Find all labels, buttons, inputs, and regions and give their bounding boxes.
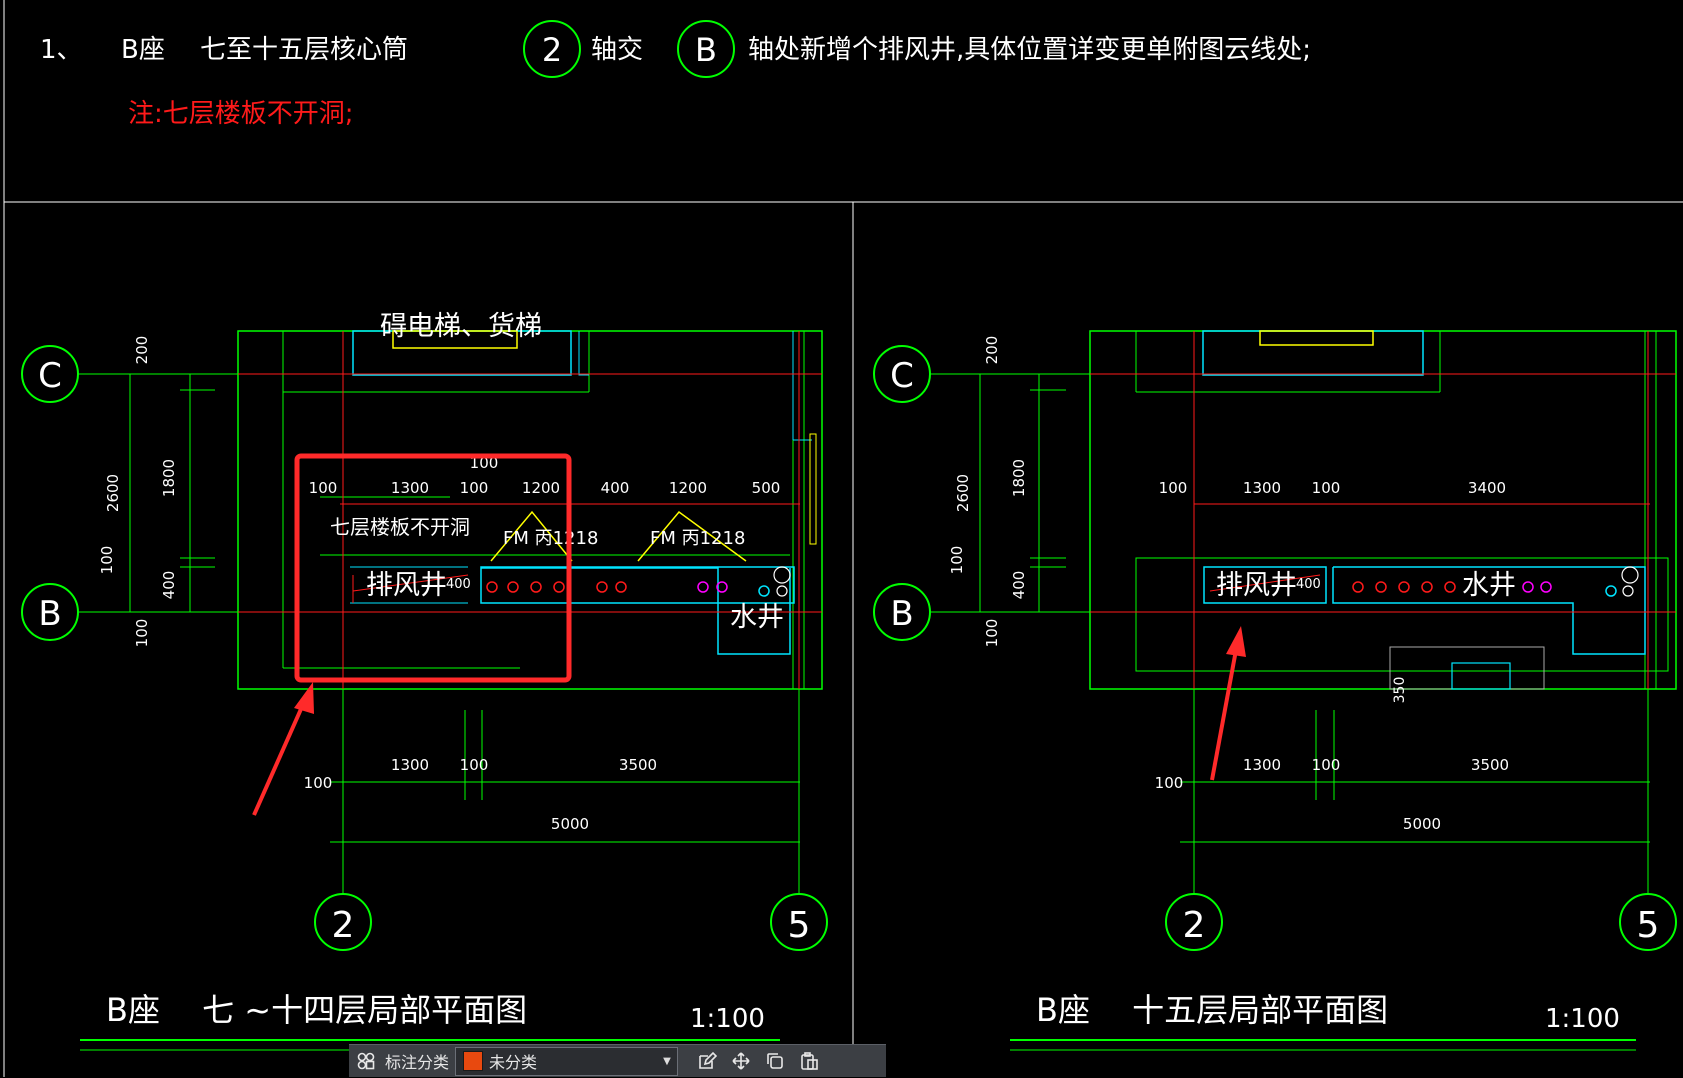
plan-left: 碍电梯、货梯 七层楼板不开洞 排风井 400 水井 FM 丙1218 FM 丙1… <box>21 311 828 1051</box>
paste-icon[interactable] <box>792 1045 826 1078</box>
plan-right-scale: 1:100 <box>1545 1004 1620 1034</box>
plan-left-note-label: 七层楼板不开洞 <box>330 515 470 539</box>
plan-left-axis-b: B <box>38 594 61 634</box>
plan-left-dim-top-2: 100 <box>460 479 489 497</box>
annotation-toolbar: 标注分类 未分类 ▼ <box>349 1044 886 1077</box>
plan-left-dim-bottom-1: 1300 <box>391 756 429 774</box>
plan-left-water-label: 水井 <box>730 602 784 633</box>
header-axis-a: 2 <box>542 31 562 69</box>
plan-right-dim-top-0: 100 <box>1159 479 1188 497</box>
header-block: B座 <box>121 35 165 65</box>
plan-left-axis-5: 5 <box>788 905 811 946</box>
plan-right-dim-left-2: 2600 <box>954 474 972 512</box>
plan-right-title: B座 十五层局部平面图 <box>1036 991 1388 1029</box>
plan-right-dim-left-4: 400 <box>1010 571 1028 600</box>
plan-right: 排风井 400 水井 350 200 1800 2600 100 400 100… <box>873 330 1677 1051</box>
header-item-no: 1、 <box>40 35 83 65</box>
plan-left-title: B座 七 ~十四层局部平面图 <box>106 991 527 1029</box>
plan-right-dim-left-5: 100 <box>983 619 1001 648</box>
axis-bubble-2-header <box>523 20 581 78</box>
category-select[interactable]: 未分类 ▼ <box>455 1046 679 1076</box>
plan-left-elevator-label: 碍电梯、货梯 <box>380 311 542 342</box>
plan-left-dim-left-4: 400 <box>160 571 178 600</box>
layer-swatch <box>463 1051 484 1071</box>
grid-icon[interactable] <box>349 1045 383 1078</box>
plan-right-axis-c: C <box>890 356 914 396</box>
move-icon[interactable] <box>724 1045 758 1078</box>
plan-right-dim-bottom-3: 3500 <box>1471 756 1509 774</box>
revision-markup-left <box>252 453 572 816</box>
chevron-down-icon: ▼ <box>663 1055 671 1067</box>
plan-right-dim-350: 350 <box>1392 677 1408 704</box>
plan-right-dim-bottom-1: 1300 <box>1243 756 1281 774</box>
header-note-red: 注:七层楼板不开洞; <box>128 99 354 129</box>
plan-right-dim-left-1: 1800 <box>1010 459 1028 497</box>
plan-right-axis-b: B <box>890 594 913 634</box>
plan-left-dim-left-1: 1800 <box>160 459 178 497</box>
revision-markup-right <box>1210 626 1246 781</box>
plan-left-dim-top-5: 1200 <box>669 479 707 497</box>
plan-right-dim-bottom-0: 100 <box>1155 774 1184 792</box>
plan-right-axis-5: 5 <box>1637 905 1660 946</box>
plan-left-dim-bottom-3: 3500 <box>619 756 657 774</box>
plan-left-dim-top-6: 500 <box>752 479 781 497</box>
plan-left-door1: FM 丙1218 <box>503 528 598 549</box>
plan-left-dim-left-5: 100 <box>133 619 151 648</box>
plan-left-shaft-label: 排风井 <box>366 570 447 601</box>
category-label: 标注分类 <box>385 1053 450 1072</box>
plan-right-dim-left-0: 200 <box>983 336 1001 365</box>
plan-left-door2: FM 丙1218 <box>650 528 745 549</box>
plan-right-axis-2: 2 <box>1183 905 1206 946</box>
plan-left-dim-top-4: 400 <box>601 479 630 497</box>
plan-right-dim-top-2: 100 <box>1312 479 1341 497</box>
plan-right-shaft-dim: 400 <box>1296 577 1321 592</box>
plan-right-dim-left-3: 100 <box>948 546 966 575</box>
plan-left-dim-bottom-0: 100 <box>304 774 333 792</box>
plan-left-axis-c: C <box>38 356 62 396</box>
category-select-value: 未分类 <box>489 1053 538 1072</box>
plan-right-water-label: 水井 <box>1462 570 1516 601</box>
plan-right-shaft-label: 排风井 <box>1216 570 1297 601</box>
header-axis-b: B <box>695 31 717 69</box>
plan-right-dim-top-3: 3400 <box>1468 479 1506 497</box>
header-floors: 七至十五层核心筒 <box>200 35 408 65</box>
header-note: 1、 B座 七至十五层核心筒 2 轴交 B 轴处新增个排风井,具体位置详变更单附… <box>40 20 1311 129</box>
plan-left-dim-left-3: 100 <box>98 546 116 575</box>
header-description: 轴处新增个排风井,具体位置详变更单附图云线处; <box>748 35 1311 65</box>
plan-right-dim-top-1: 1300 <box>1243 479 1281 497</box>
plan-right-dim-total: 5000 <box>1403 815 1441 833</box>
plan-left-dim-left-2: 2600 <box>104 474 122 512</box>
plan-left-shaft-dim: 400 <box>446 577 471 592</box>
plan-left-scale: 1:100 <box>690 1004 765 1034</box>
edit-icon[interactable] <box>690 1045 724 1078</box>
plan-left-dim-top-3: 1200 <box>522 479 560 497</box>
plan-left-dim-top-0: 100 <box>309 479 338 497</box>
plan-left-axis-2: 2 <box>332 905 355 946</box>
axis-bubble-b-header <box>677 20 735 78</box>
plan-left-dim-bottom-2: 100 <box>460 756 489 774</box>
plan-left-dim-left-0: 200 <box>133 336 151 365</box>
plan-right-dim-bottom-2: 100 <box>1312 756 1341 774</box>
plan-left-dim-total: 5000 <box>551 815 589 833</box>
plan-left-dim-top-1: 1300 <box>391 479 429 497</box>
header-axis-a-suffix: 轴交 <box>591 35 643 65</box>
copy-icon[interactable] <box>758 1045 792 1078</box>
